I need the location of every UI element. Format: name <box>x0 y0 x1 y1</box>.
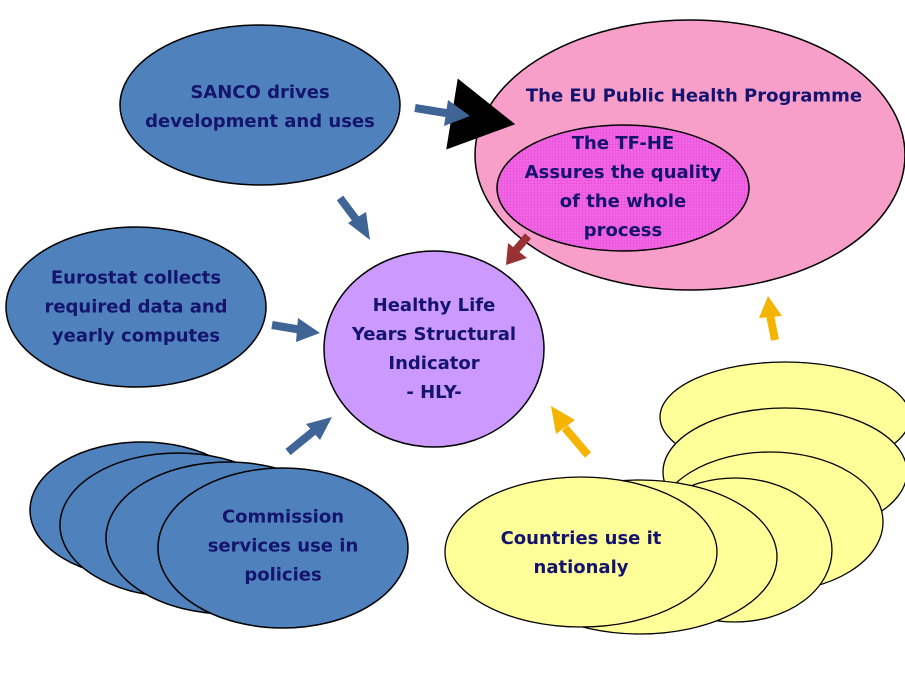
hly-line: Years Structural <box>351 324 517 345</box>
commission-line: Commission <box>221 506 345 528</box>
arrow-sanco-to-eu <box>414 78 516 150</box>
tfhe-line: of the whole <box>559 191 687 212</box>
commission-line: policies <box>244 564 322 586</box>
hly-line: - HLY- <box>406 382 462 403</box>
sanco-ellipse <box>119 24 401 186</box>
eurostat-line: required data and <box>44 296 228 318</box>
countries-line: nationaly <box>533 557 629 578</box>
tfhe-label: The TF-HE Assures the quality of the who… <box>525 129 722 245</box>
hly-line: Indicator <box>388 353 480 374</box>
eurostat-ellipse <box>5 226 267 388</box>
sanco-line: SANCO drives <box>190 82 330 103</box>
arrow-tfhe-to-hly <box>512 233 532 253</box>
eurostat-label: Eurostat collects required data and year… <box>44 264 227 351</box>
tfhe-line: process <box>583 220 663 241</box>
hly-circle <box>323 250 545 448</box>
tfhe-line: The TF-HE <box>571 133 675 154</box>
arrow-countries-to-hly <box>561 425 592 458</box>
tfhe-line: Assures the quality <box>524 162 722 183</box>
eu-programme-label: The EU Public Health Programme <box>526 82 862 111</box>
countries-stack <box>444 361 905 635</box>
eu-programme-line: The EU Public Health Programme <box>525 85 863 107</box>
sanco-label: SANCO drives development and uses <box>145 78 375 136</box>
arrow-countries-to-eu <box>766 314 779 341</box>
commission-stack <box>29 441 409 629</box>
arrow-sanco-to-hly <box>336 195 362 225</box>
eurostat-line: yearly computes <box>51 325 221 347</box>
tfhe-ellipse <box>496 124 750 252</box>
eurostat-line: Eurostat collects <box>50 267 222 289</box>
arrow-commission-to-hly <box>285 426 318 456</box>
commission-label: Commission services use in policies <box>208 503 359 590</box>
hly-line: Healthy Life <box>372 295 496 316</box>
hly-label: Healthy Life Years Structural Indicator … <box>352 291 516 407</box>
sanco-line: development and uses <box>145 111 375 132</box>
countries-label: Countries use it nationaly <box>501 524 662 582</box>
countries-line: Countries use it <box>500 528 662 549</box>
commission-line: services use in <box>207 535 359 557</box>
arrow-eurostat-to-hly <box>271 321 303 334</box>
